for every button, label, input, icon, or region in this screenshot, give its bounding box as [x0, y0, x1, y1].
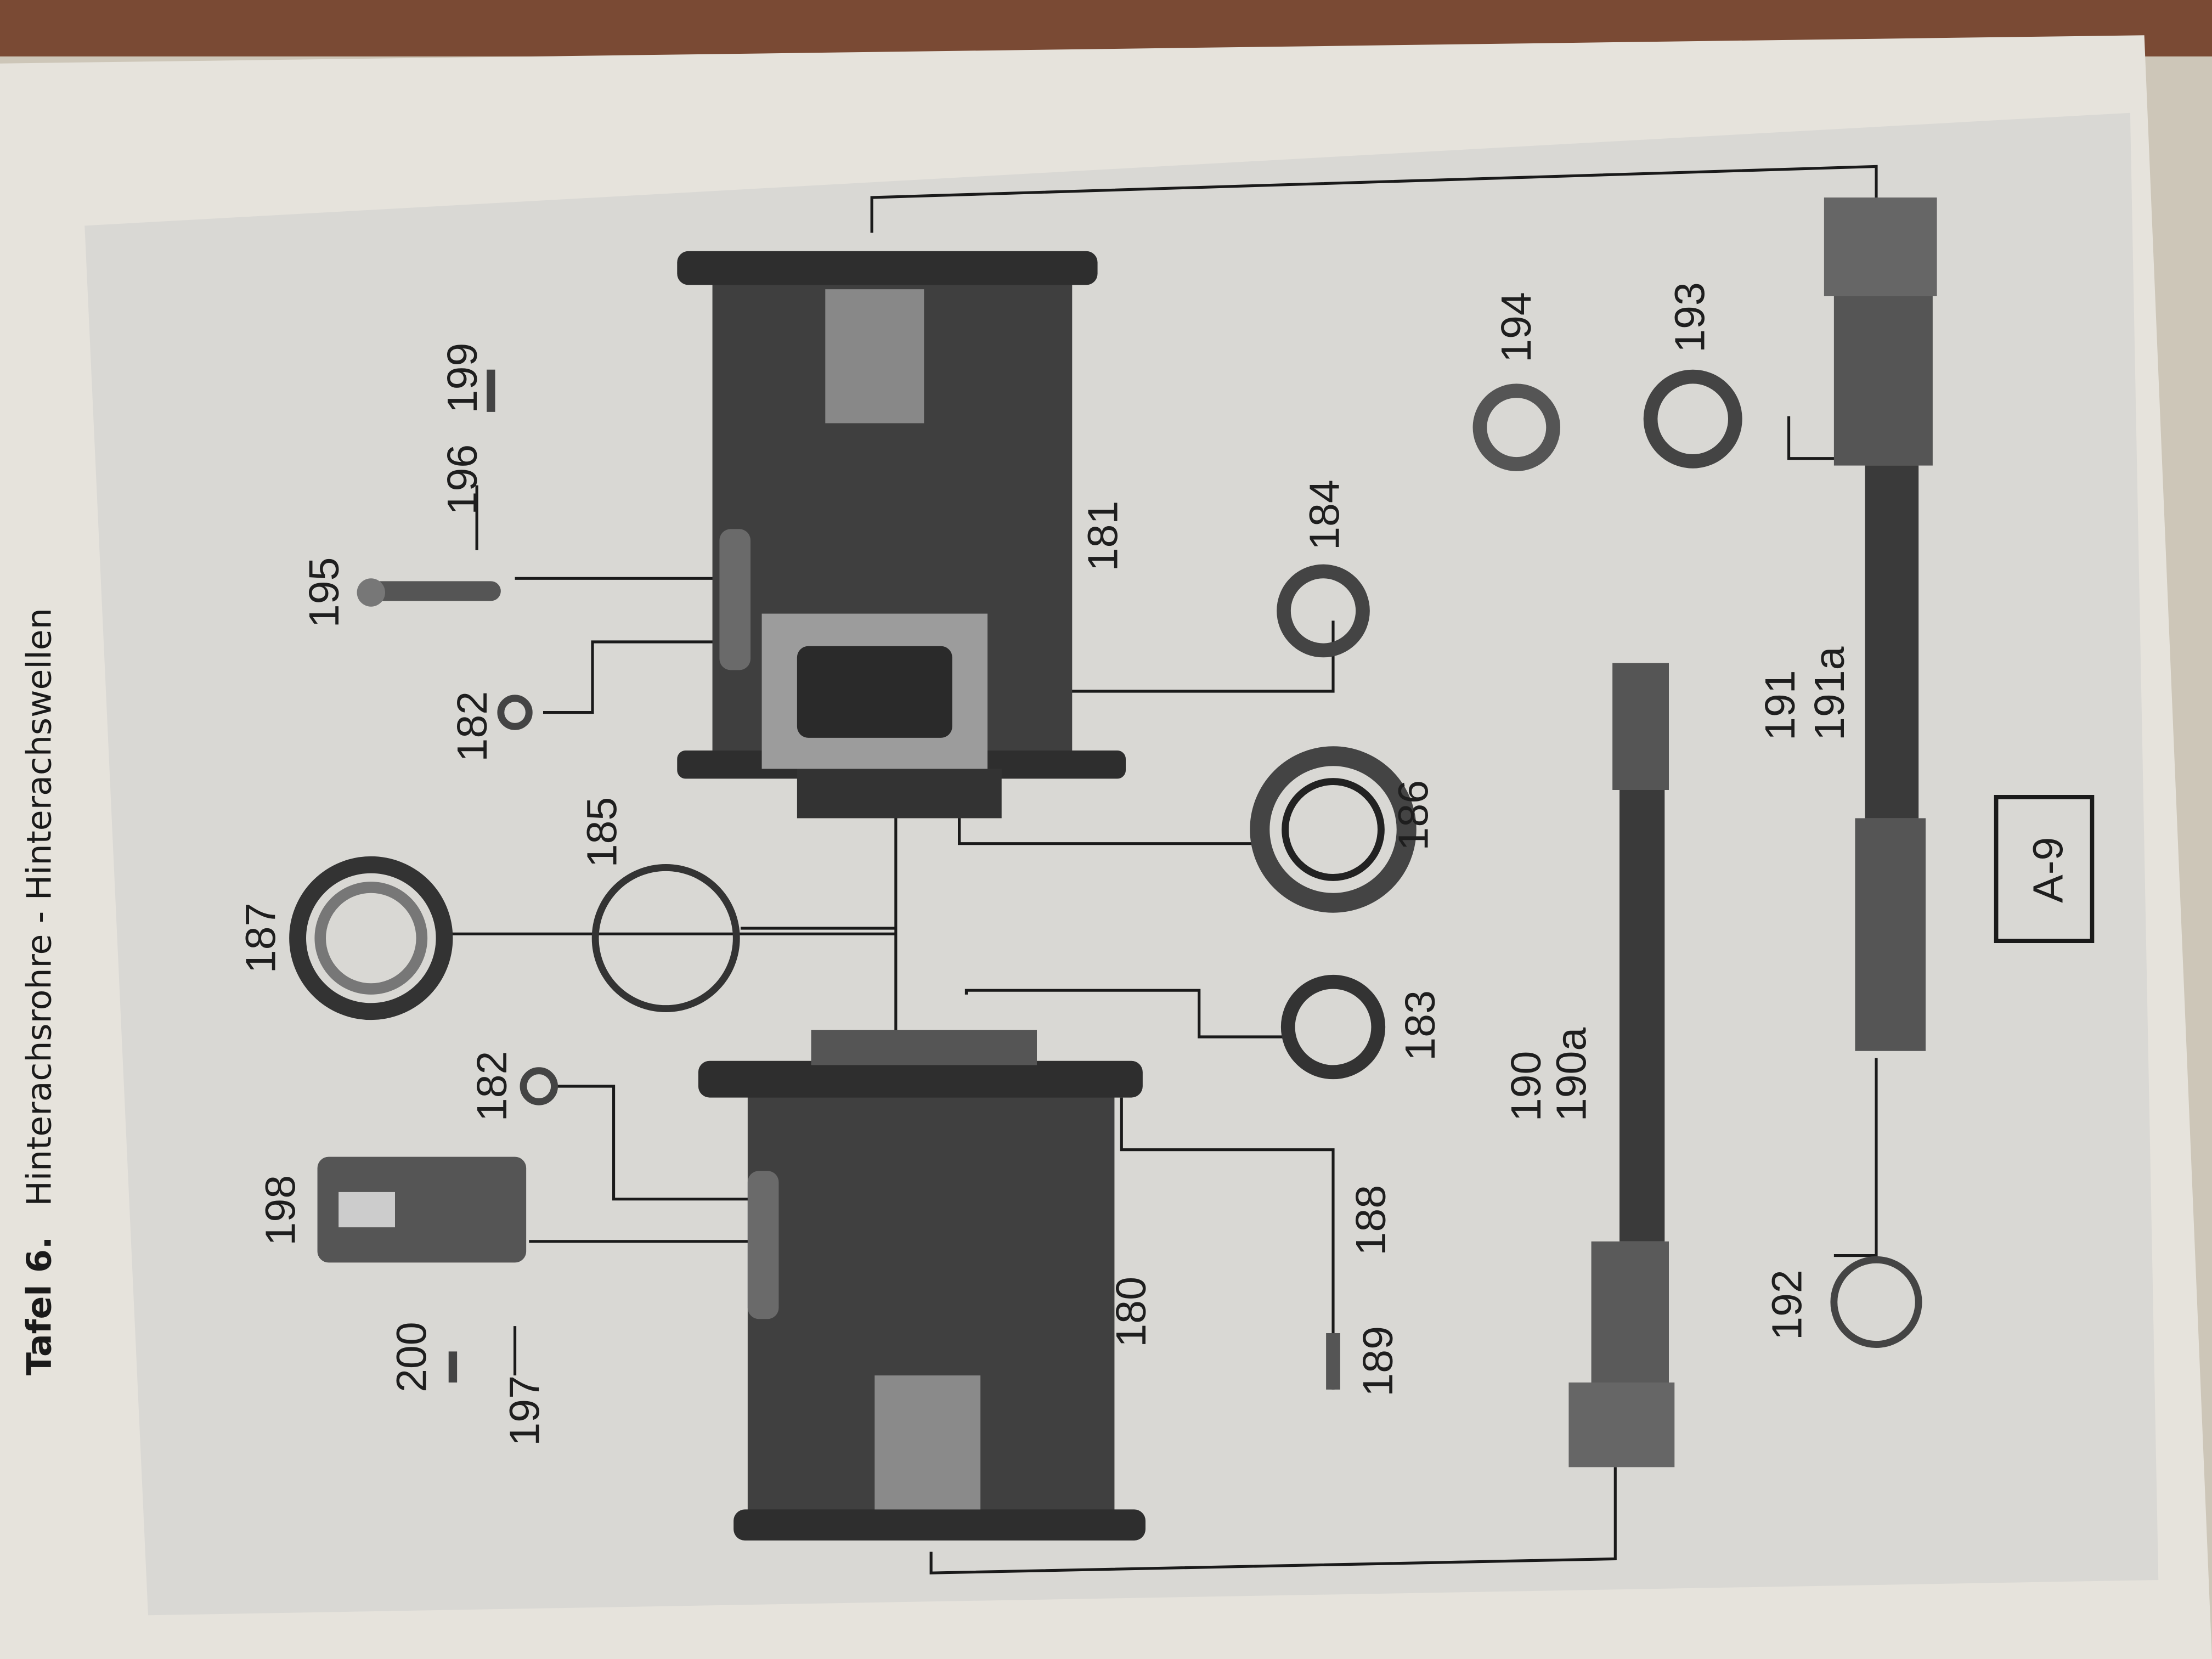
fork-198 — [317, 1156, 527, 1263]
label-191: 191 — [1757, 670, 1804, 741]
washer-182-bottom — [520, 1067, 558, 1105]
washer-182-top — [497, 695, 533, 730]
seal-183 — [1280, 974, 1386, 1080]
label-180: 180 — [1108, 1277, 1155, 1347]
label-182: 182 — [449, 691, 496, 762]
svg-text:Hinterachsrohre - Hinterachswe: Hinterachsrohre - Hinterachswellen — [20, 608, 59, 1206]
label-186: 186 — [1390, 780, 1437, 851]
label-185: 185 — [579, 797, 626, 868]
label-198: 198 — [257, 1175, 304, 1246]
plate-code-box: A-9 — [1994, 795, 2095, 944]
ring-192 — [1830, 1256, 1922, 1348]
svg-text:A-9: A-9 — [2024, 837, 2072, 903]
label-190: 190 — [1503, 1051, 1550, 1122]
bolt-199 — [487, 369, 495, 412]
part-labels: 187 185 182 195 196 199 181 184 194 193 … — [237, 282, 1853, 1446]
axle-tube-181 — [677, 251, 1126, 819]
label-183: 183 — [1397, 990, 1444, 1061]
axle-tube-180 — [698, 1030, 1146, 1541]
seal-186 — [1250, 746, 1417, 913]
label-189: 189 — [1355, 1326, 1402, 1397]
svg-text:Tafel 6.: Tafel 6. — [20, 1237, 59, 1375]
bolt-189 — [1326, 1333, 1340, 1390]
lever-195 — [357, 578, 501, 607]
axle-shaft-191 — [1824, 198, 1937, 1051]
label-188: 188 — [1347, 1185, 1395, 1256]
label-191a: 191a — [1806, 646, 1853, 741]
label-181: 181 — [1080, 501, 1127, 572]
label-190a: 190a — [1548, 1028, 1595, 1122]
washer-193 — [1643, 369, 1742, 469]
label-182b: 182 — [469, 1051, 516, 1122]
label-197: 197 — [501, 1375, 548, 1446]
label-192: 192 — [1764, 1269, 1811, 1340]
label-187: 187 — [237, 903, 284, 974]
label-196: 196 — [439, 444, 486, 515]
nut-194 — [1472, 383, 1561, 471]
page-title: Tafel 6. Hinterachsrohre - Hinterachswel… — [20, 608, 59, 1375]
leader-lines — [451, 165, 1878, 1575]
axle-shaft-190 — [1568, 663, 1675, 1468]
label-199: 199 — [439, 343, 486, 414]
label-195: 195 — [301, 557, 348, 628]
label-200: 200 — [388, 1322, 436, 1392]
seal-184 — [1277, 564, 1370, 658]
label-193: 193 — [1666, 282, 1713, 353]
bolt-200 — [448, 1351, 458, 1383]
bearing-187 — [289, 856, 453, 1020]
label-194: 194 — [1493, 292, 1540, 363]
o-ring-185 — [591, 864, 740, 1013]
label-184: 184 — [1301, 479, 1348, 550]
